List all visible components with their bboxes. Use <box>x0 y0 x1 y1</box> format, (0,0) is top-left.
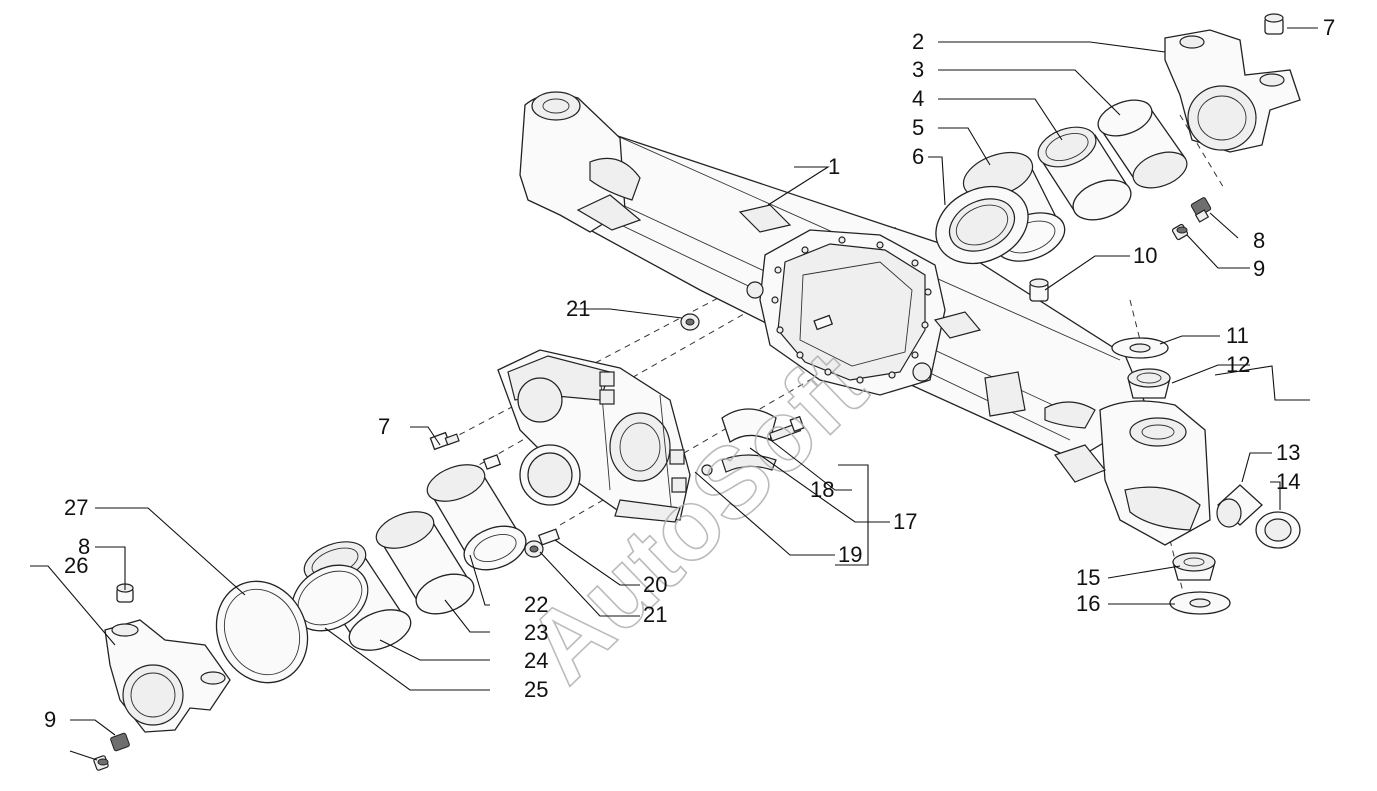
pin-part-20 <box>537 314 834 546</box>
bushing-part-14 <box>1255 511 1301 549</box>
nut-part-21-center <box>680 313 700 331</box>
callout-5: 5 <box>912 115 924 140</box>
plug-part-9-bottom <box>93 755 109 771</box>
cap-part-7-top <box>1264 13 1284 35</box>
callout-10: 10 <box>1133 243 1157 268</box>
dowel-part-19 <box>701 464 713 476</box>
callout-13: 13 <box>1276 440 1300 465</box>
callout-28: 7 <box>378 414 390 439</box>
nut-part-21-lower <box>524 540 544 558</box>
pivot-bracket-upper-right <box>1164 29 1301 153</box>
bushing-part-12 <box>1127 368 1171 399</box>
bolt-part-28 <box>429 431 502 470</box>
plug-part-9-top <box>1171 223 1189 241</box>
pinion-seal-part <box>519 444 581 506</box>
callout-8-top: 8 <box>1253 228 1265 253</box>
bearing-cup-part-22 <box>426 464 527 571</box>
callout-1: 1 <box>828 154 840 179</box>
axle-housing <box>519 91 1211 546</box>
callout-17: 17 <box>893 509 917 534</box>
callout-21-lower: 21 <box>643 602 667 627</box>
callout-19: 19 <box>838 542 862 567</box>
grease-fitting-part-8-top <box>1190 197 1212 223</box>
washer-part-11 <box>1111 337 1169 359</box>
callout-12: 12 <box>1226 352 1250 377</box>
callout-3: 3 <box>912 57 924 82</box>
bushing-part-23 <box>375 511 475 615</box>
callout-2: 2 <box>912 29 924 54</box>
callout-6: 6 <box>912 144 924 169</box>
callout-7-bottom: 8 <box>78 534 90 559</box>
callout-8-bottom: 9 <box>44 707 56 732</box>
washer-part-16 <box>1169 591 1231 615</box>
callout-4: 4 <box>912 86 924 111</box>
callout-9-top: 9 <box>1253 256 1265 281</box>
bushing-part-4 <box>1037 126 1132 221</box>
bushing-part-15 <box>1172 552 1216 581</box>
callout-labels: 1 2 3 4 5 6 7 8 9 10 11 12 13 14 15 16 1… <box>44 15 1335 732</box>
callout-23: 23 <box>524 620 548 645</box>
callout-11: 11 <box>1226 323 1249 348</box>
callout-25: 25 <box>524 677 548 702</box>
callout-20: 20 <box>643 572 667 597</box>
pin-part-13 <box>1216 484 1263 528</box>
seal-ring-part-27 <box>215 580 309 684</box>
differential-carrier <box>497 349 691 523</box>
callout-16: 16 <box>1076 591 1100 616</box>
plug-part-10 <box>1029 278 1049 302</box>
bushing-part-3 <box>1097 99 1188 189</box>
bolt-part-18 <box>768 415 805 442</box>
seal-ring-part-6 <box>935 185 1029 265</box>
callout-26: 26 <box>64 553 88 578</box>
bearing-shell-part-17 <box>721 408 777 473</box>
callout-22: 22 <box>524 592 548 617</box>
callout-24: 24 <box>524 648 548 673</box>
callout-7-top: 7 <box>1323 15 1335 40</box>
callout-14: 14 <box>1276 469 1300 494</box>
flange-bolt-holes <box>771 236 932 384</box>
leader-lines <box>30 27 1318 761</box>
callout-18: 18 <box>810 477 834 502</box>
pivot-bracket-lower-left <box>104 619 231 733</box>
callout-21-center: 21 <box>566 296 590 321</box>
grease-fitting-part-8-bottom <box>110 732 130 752</box>
callout-27: 27 <box>64 495 88 520</box>
callout-15: 15 <box>1076 565 1100 590</box>
